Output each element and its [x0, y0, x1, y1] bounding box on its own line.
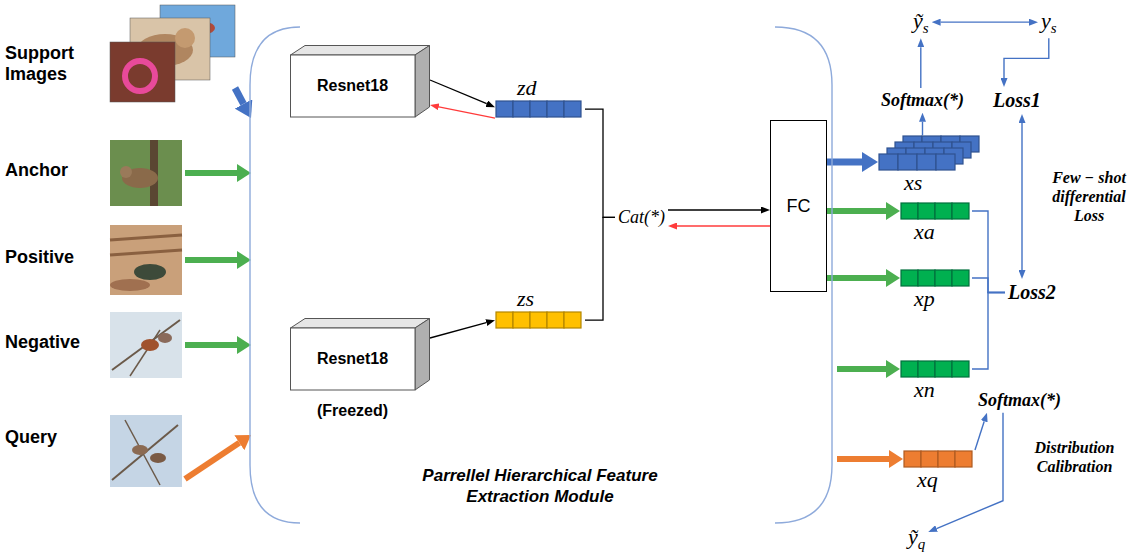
math-symbol: ỹq: [908, 524, 925, 552]
symbol-base: y: [1041, 8, 1051, 33]
math-symbol: ỹs: [910, 6, 932, 38]
loss-term: Loss1: [990, 87, 1044, 114]
block-label: Resnet18: [290, 55, 415, 117]
softmax-op: Softmax(*): [978, 390, 1061, 411]
resnet-block: Resnet18: [290, 45, 430, 127]
concat-op: Cat(*): [618, 207, 665, 228]
loss-term: Loss1: [993, 89, 1041, 112]
connector-arrow: [585, 217, 615, 320]
input-photo-group: Support Images: [5, 5, 235, 103]
connector-arrow: [668, 209, 761, 210]
loss-term: Loss2: [1008, 281, 1056, 304]
softmax-op: Softmax(*): [881, 90, 964, 111]
concat-op: Cat(*): [615, 205, 668, 230]
symbol-base: ỹ: [913, 8, 923, 33]
vector-cells: [900, 202, 970, 220]
feature-vector: xp: [900, 269, 972, 311]
vector-cells: [900, 269, 970, 287]
connector-arrow: [941, 21, 1029, 22]
math-symbol: ỹs: [913, 8, 929, 36]
resnet-block-frozen: Resnet18 (Freezed): [290, 318, 430, 430]
math-symbol: ys: [1038, 6, 1060, 38]
vector-cells: [900, 360, 970, 378]
feature-vector-stack: xs: [878, 135, 978, 195]
connector-arrow: [430, 80, 487, 104]
connector-arrow: [972, 211, 1005, 293]
input-label: Positive: [5, 247, 100, 268]
connector-arrow: [185, 342, 237, 348]
connector-arrow: [585, 109, 615, 217]
math-symbol: ys: [1041, 8, 1057, 36]
negative-photo: [110, 312, 182, 378]
connector-arrow: [439, 107, 495, 118]
block-note: (Freezed): [290, 402, 415, 420]
input-photo: Anchor: [5, 140, 185, 206]
connector-arrow: [920, 47, 921, 88]
vector-label: xp: [900, 287, 972, 311]
feature-vector: xq: [903, 450, 975, 492]
fc-layer: FC: [770, 120, 827, 292]
vector-label: zd: [495, 76, 585, 100]
math-symbol: ỹq: [905, 522, 928, 554]
connector-arrow: [677, 225, 770, 226]
vector-cells: [878, 135, 980, 171]
block-label: Resnet18: [290, 328, 415, 390]
vector-label: zs: [495, 287, 585, 311]
query-photo: [110, 415, 182, 487]
feature-vector: xn: [900, 360, 972, 402]
input-label: Negative: [5, 332, 100, 353]
layer-label: FC: [787, 196, 811, 217]
feature-vector: zs: [495, 287, 585, 329]
connector-arrow: [937, 413, 1003, 529]
input-label: Query: [5, 427, 100, 448]
connector-arrow: [1021, 123, 1022, 270]
connector-arrow: [185, 170, 237, 176]
edge-label-box: Few − shot differential Loss: [1036, 168, 1142, 226]
softmax-op: Softmax(*): [878, 88, 967, 113]
connector-arrow: [837, 456, 889, 462]
symbol-subscript: s: [1051, 20, 1057, 36]
anchor-photo: [110, 140, 182, 206]
edge-label: Few − shot differential Loss: [1036, 168, 1142, 226]
loss-term: Loss2: [1005, 279, 1059, 306]
vector-label: xn: [900, 378, 972, 402]
feature-vector: zd: [495, 76, 585, 118]
symbol-base: ỹ: [908, 524, 918, 549]
vector-label: xa: [900, 220, 972, 244]
connector-arrow: [827, 208, 886, 214]
edge-label: Distribution Calibration: [1017, 438, 1132, 476]
connector-arrow: [827, 275, 886, 281]
input-photo: Query: [5, 415, 185, 487]
feature-extraction-module: Parrellel Hierarchical Feature Extractio…: [245, 25, 837, 525]
connector-arrow: [1004, 38, 1049, 78]
vector-cells: [495, 100, 582, 118]
connector-arrow: [430, 323, 486, 338]
connector-arrow: [837, 366, 886, 372]
vector-cells: [495, 311, 582, 329]
connector-arrow: [922, 122, 923, 135]
vector-label: xq: [903, 468, 975, 492]
connector-arrow: [185, 257, 237, 263]
support-photo-stack: [110, 5, 235, 102]
softmax-op: Softmax(*): [975, 388, 1064, 413]
feature-vector: xa: [900, 202, 972, 244]
connector-arrow: [972, 293, 1005, 370]
vector-cells: [903, 450, 973, 468]
edge-label-box: Distribution Calibration: [1017, 438, 1132, 476]
connector-arrow: [235, 88, 243, 104]
symbol-subscript: q: [918, 536, 925, 552]
connector-arrow: [185, 443, 239, 479]
input-photo: Positive: [5, 225, 185, 295]
connector-arrow: [972, 278, 1005, 293]
connector-arrow: [975, 421, 984, 450]
symbol-subscript: s: [923, 20, 929, 36]
input-label: Support Images: [5, 43, 100, 84]
vector-label: xs: [878, 171, 978, 195]
input-label: Anchor: [5, 160, 100, 181]
input-photo: Negative: [5, 312, 185, 378]
positive-photo: [110, 225, 182, 295]
